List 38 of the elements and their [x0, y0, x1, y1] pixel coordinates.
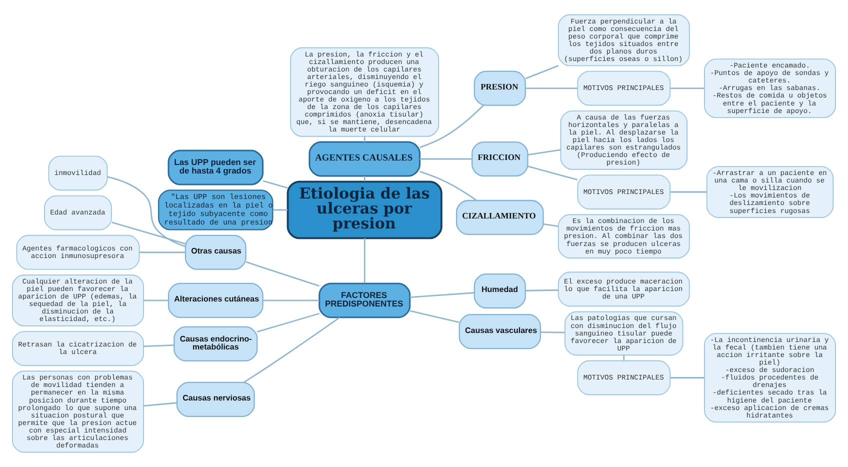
- node-box: AGENTES CAUSALES: [308, 141, 420, 177]
- connector: [526, 289, 558, 292]
- connector: [528, 166, 578, 180]
- connector: [526, 88, 578, 90]
- connector: [144, 300, 168, 302]
- node-box: Las UPP pueden ser de hasta 4 grados: [168, 150, 264, 186]
- connector: [670, 88, 704, 90]
- connector: [410, 292, 474, 298]
- connector: [543, 223, 558, 228]
- connector: [107, 176, 186, 248]
- connector: [420, 104, 484, 148]
- connector: [256, 312, 320, 333]
- connector: [670, 377, 704, 378]
- connector: [623, 355, 625, 360]
- connector: [525, 65, 559, 80]
- connector: [144, 344, 174, 347]
- connector: [144, 402, 177, 407]
- node-box: PRESION: [474, 70, 526, 106]
- connector: [420, 158, 472, 160]
- connector: [246, 261, 320, 287]
- node-box: CIZALLAMIENTO: [456, 200, 544, 235]
- connector: [528, 149, 561, 156]
- connector: [263, 300, 320, 302]
- node-box: FRICCION: [472, 141, 528, 177]
- node-box: Etiologia de las ulceras por presion: [286, 180, 442, 240]
- connector: [364, 176, 366, 182]
- connector: [540, 331, 565, 334]
- connector: [140, 252, 186, 254]
- node-box: FACTORES PREDISPONENTES: [318, 282, 411, 318]
- connector: [670, 191, 707, 193]
- connector: [262, 180, 288, 189]
- connector: [410, 310, 460, 323]
- connector: [364, 238, 366, 284]
- connector: [273, 209, 288, 211]
- connector: [112, 222, 186, 244]
- connector: [243, 317, 340, 383]
- connector: [420, 170, 477, 201]
- connector: [364, 136, 366, 142]
